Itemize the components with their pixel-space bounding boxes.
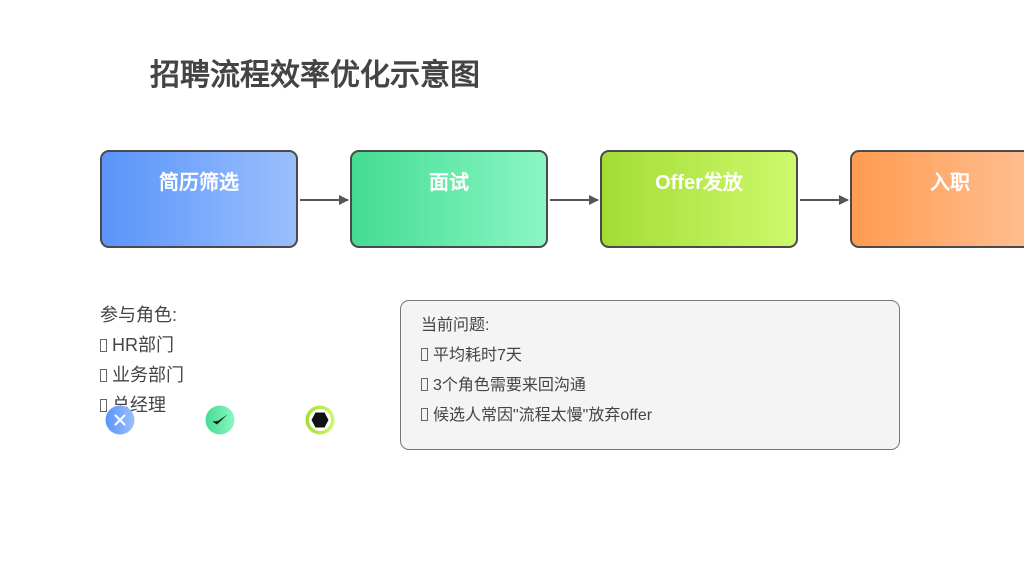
problem-label: 3个角色需要来回沟通 bbox=[433, 377, 586, 394]
problems-heading: 当前问题: bbox=[421, 317, 490, 334]
step-label: 面试 bbox=[429, 172, 469, 194]
problem-label: 平均耗时7天 bbox=[433, 347, 522, 364]
problem-item: 3个角色需要来回沟通 bbox=[421, 371, 879, 401]
step-onboarding: 入职 bbox=[850, 150, 1024, 248]
page-title: 招聘流程效率优化示意图 bbox=[150, 59, 480, 92]
step-offer: Offer发放 bbox=[600, 150, 798, 248]
role-label: HR部门 bbox=[112, 335, 174, 355]
problem-item: 候选人常因"流程太慢"放弃offer bbox=[421, 401, 879, 431]
missing-glyph-icon bbox=[421, 408, 428, 421]
missing-glyph-icon bbox=[421, 348, 428, 361]
roles-heading: 参与角色: bbox=[100, 305, 178, 325]
check-icon bbox=[205, 405, 235, 435]
step-resume-screening: 简历筛选 bbox=[100, 150, 298, 248]
step-interview: 面试 bbox=[350, 150, 548, 248]
missing-glyph-icon bbox=[100, 339, 107, 352]
missing-glyph-icon bbox=[100, 399, 107, 412]
step-label: 简历筛选 bbox=[159, 172, 239, 194]
problem-label: 候选人常因"流程太慢"放弃offer bbox=[433, 407, 653, 424]
close-icon bbox=[105, 405, 135, 435]
step-label: 入职 bbox=[930, 172, 970, 194]
hexagon-icon bbox=[305, 405, 335, 435]
role-item: HR部门 bbox=[100, 330, 320, 360]
missing-glyph-icon bbox=[100, 369, 107, 382]
roles-list: 参与角色: HR部门 业务部门 总经理 bbox=[100, 300, 320, 420]
problem-item: 平均耗时7天 bbox=[421, 341, 879, 371]
missing-glyph-icon bbox=[421, 378, 428, 391]
role-label: 业务部门 bbox=[112, 365, 184, 385]
role-item: 业务部门 bbox=[100, 360, 320, 390]
current-problems-box: 当前问题: 平均耗时7天 3个角色需要来回沟通 候选人常因"流程太慢"放弃off… bbox=[400, 300, 900, 450]
step-label: Offer发放 bbox=[655, 172, 743, 194]
